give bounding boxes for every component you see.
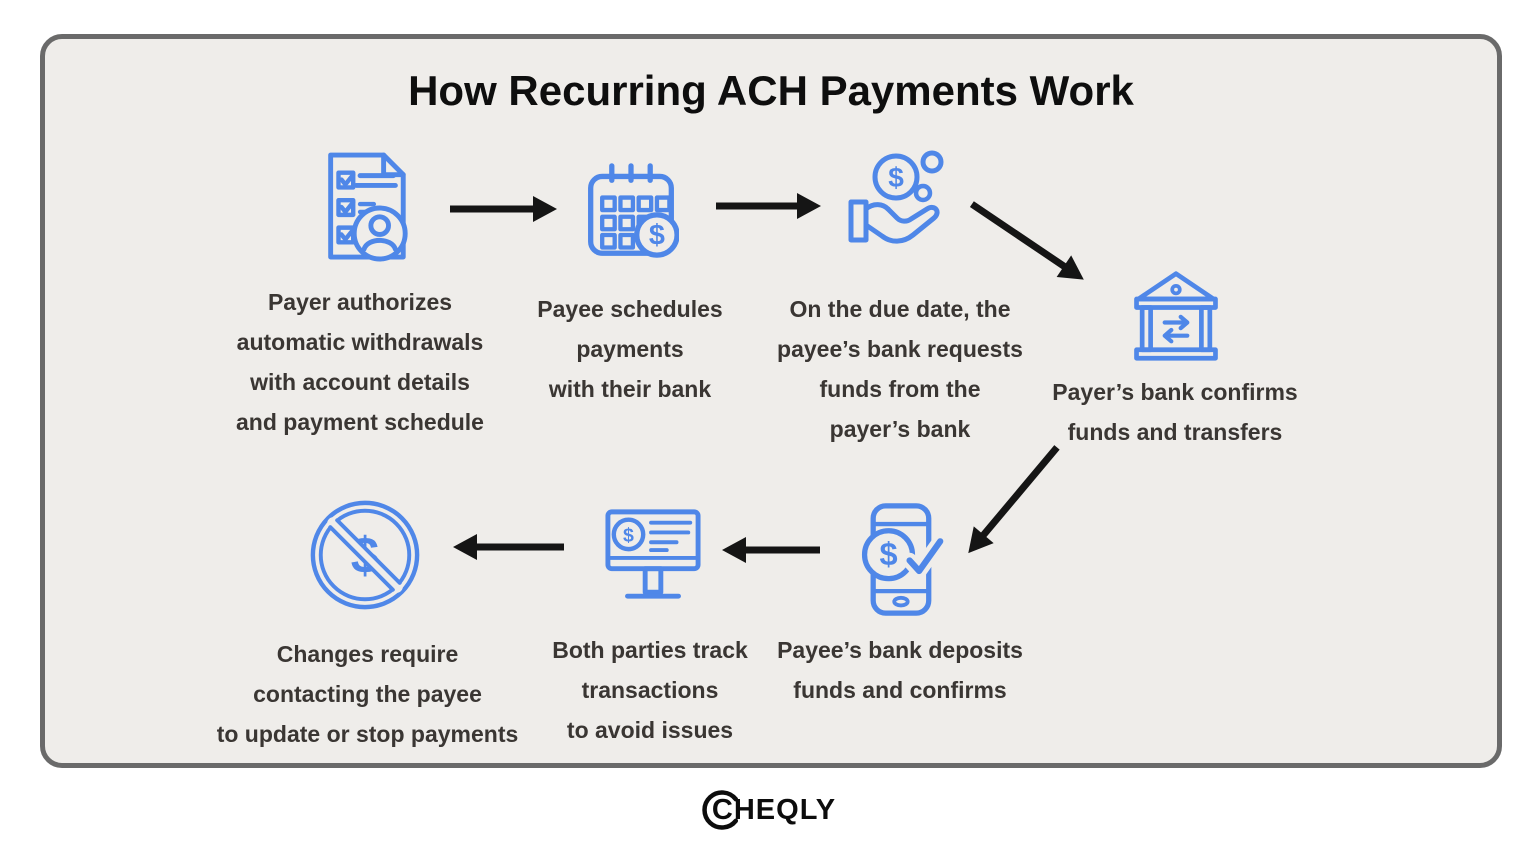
flow-arrow-4 bbox=[949, 430, 1072, 566]
diagram-panel: How Recurring ACH Payments Work bbox=[40, 34, 1502, 768]
step-caption: Payer authorizes automatic withdrawals w… bbox=[236, 289, 484, 435]
authorization-form-icon bbox=[313, 151, 415, 270]
cheqly-logo-arc bbox=[702, 790, 738, 830]
page-title: How Recurring ACH Payments Work bbox=[408, 67, 1134, 114]
step-caption: On the due date, the payee’s bank reques… bbox=[777, 296, 1023, 442]
mobile-payment-confirmed-icon: $ bbox=[852, 503, 948, 621]
step-caption: Payee schedules payments with their bank bbox=[537, 296, 723, 402]
svg-text:$: $ bbox=[649, 220, 665, 252]
step-caption: Both parties track transactions to avoid… bbox=[552, 637, 748, 743]
svg-text:$: $ bbox=[623, 524, 634, 546]
flow-arrow-1 bbox=[447, 191, 559, 232]
flow-arrow-5 bbox=[720, 527, 823, 568]
svg-text:$: $ bbox=[879, 536, 897, 572]
step-caption: Payer’s bank confirms funds and transfer… bbox=[1052, 379, 1298, 445]
no-money-icon: $ bbox=[306, 496, 424, 619]
flow-arrow-2 bbox=[713, 188, 823, 229]
cheqly-logo-text: CHEQLY bbox=[711, 793, 837, 826]
step-caption: Changes require contacting the payee to … bbox=[216, 641, 519, 747]
svg-text:$: $ bbox=[888, 162, 904, 193]
step-caption: Payee’s bank deposits funds and confirms bbox=[777, 637, 1023, 703]
flow-arrow-6 bbox=[451, 524, 567, 565]
bank-transfer-icon bbox=[1128, 268, 1224, 367]
hand-receiving-money-icon: $ bbox=[848, 150, 952, 259]
calendar-dollar-icon: $ bbox=[583, 161, 680, 266]
cheqly-logo: CHEQLY bbox=[0, 788, 1536, 832]
transaction-monitor-icon: $ bbox=[601, 506, 705, 609]
flow-arrow-3 bbox=[957, 188, 1096, 300]
